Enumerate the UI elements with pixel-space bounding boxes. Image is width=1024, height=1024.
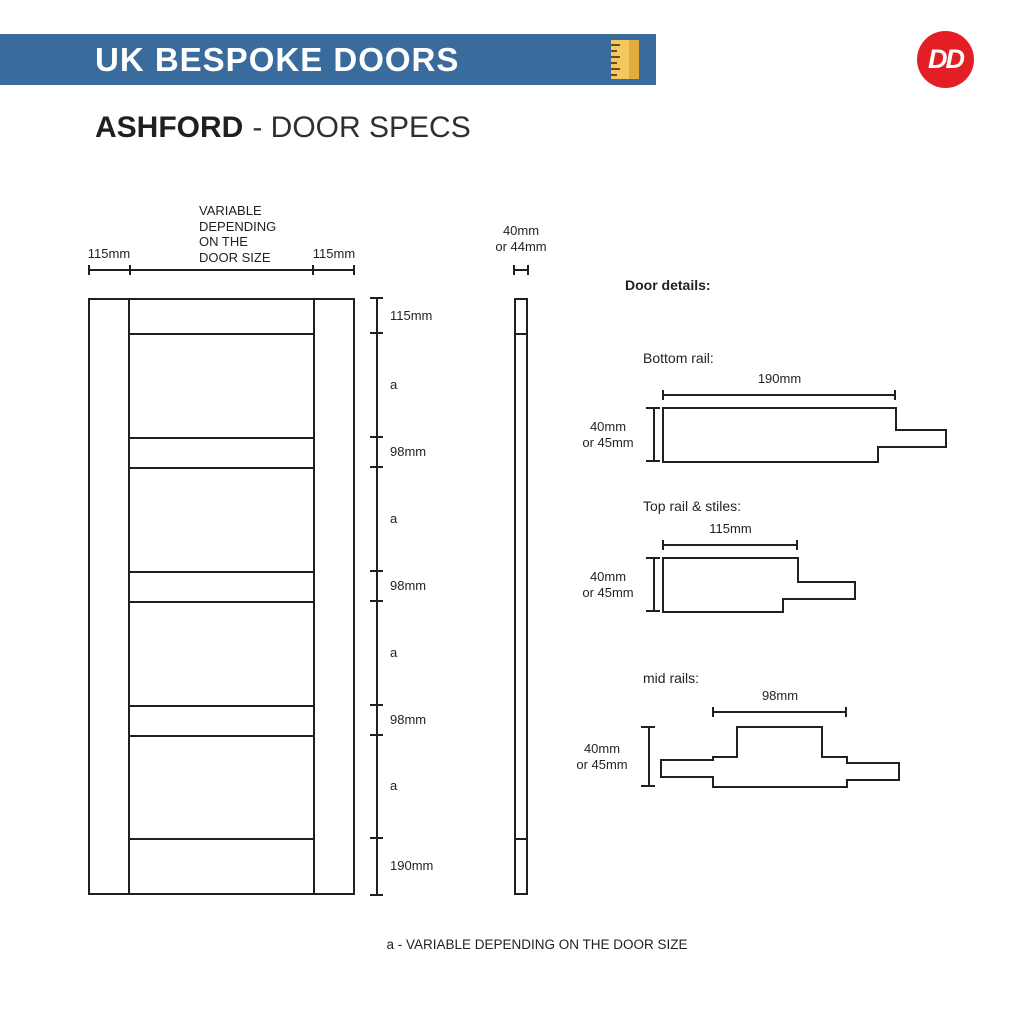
dimension-tick <box>129 265 131 275</box>
page-subtitle: - DOOR SPECS <box>252 111 471 144</box>
dimension-tick <box>370 894 383 896</box>
dimension-tick <box>370 837 383 839</box>
thickness-line2: or 45mm <box>582 585 634 600</box>
thickness-line2: or 45mm <box>576 757 628 772</box>
dimension-tick <box>646 557 660 559</box>
dimension-label: 98mm <box>390 444 427 459</box>
mid-rails-profile <box>660 726 900 788</box>
dimension-label: 98mm <box>390 712 427 727</box>
door-stile-line-right <box>313 300 315 893</box>
brand-logo: DD <box>917 31 974 88</box>
dimension-label: a <box>390 778 398 793</box>
top-rail-thickness-label: 40mm or 45mm <box>576 569 640 601</box>
mid-rails-thickness-label: 40mm or 45mm <box>570 741 634 773</box>
door-rail-line <box>130 467 313 469</box>
dimension-tick <box>513 265 515 275</box>
stile-width-label-left: 115mm <box>87 246 131 261</box>
dimension-label: a <box>390 511 398 526</box>
mid-rails-label: mid rails: <box>643 670 700 686</box>
top-rail-dimension-line <box>663 544 798 546</box>
stile-width-label-right: 115mm <box>312 246 356 261</box>
edge-thickness-label: 40mm or 44mm <box>478 223 564 255</box>
dimension-tick <box>370 570 383 572</box>
door-edge-view <box>514 298 528 895</box>
mid-rails-width-label: 98mm <box>761 688 799 703</box>
top-rail-profile <box>662 557 856 613</box>
dimension-tick <box>646 460 660 462</box>
door-front-view <box>88 298 355 895</box>
ruler-icon <box>611 40 639 79</box>
mid-rails-dimension-line <box>713 711 847 713</box>
door-rail-line <box>130 437 313 439</box>
door-rail-line <box>130 571 313 573</box>
dimension-tick <box>353 265 355 275</box>
bottom-rail-thickness-line <box>653 408 655 462</box>
banner-title: UK BESPOKE DOORS <box>95 41 460 78</box>
dimension-tick <box>796 540 798 550</box>
door-rail-line <box>130 735 313 737</box>
dimension-tick <box>370 332 383 334</box>
door-rail-line <box>130 601 313 603</box>
dimension-label: a <box>390 645 398 660</box>
dimension-label: 190mm <box>390 858 434 873</box>
dimension-tick <box>662 540 664 550</box>
dimension-tick <box>641 785 655 787</box>
dimension-tick <box>370 466 383 468</box>
door-stile-line-left <box>128 300 130 893</box>
dimension-tick <box>845 707 847 717</box>
dimension-tick <box>370 600 383 602</box>
dimension-tick <box>712 707 714 717</box>
edge-rail-line <box>516 333 526 335</box>
edge-thickness-line2: or 44mm <box>495 239 547 254</box>
height-dimension-line <box>376 298 378 895</box>
top-rail-width-label: 115mm <box>709 521 752 536</box>
dimension-tick <box>370 734 383 736</box>
header-banner <box>0 34 656 85</box>
thickness-line2: or 45mm <box>582 435 634 450</box>
dimension-tick <box>641 726 655 728</box>
bottom-rail-profile <box>662 407 947 463</box>
dimension-tick <box>646 610 660 612</box>
thickness-line1: 40mm <box>583 741 621 756</box>
dimension-label: a <box>390 377 398 392</box>
edge-rail-line <box>516 838 526 840</box>
dimension-label: 115mm <box>390 308 433 323</box>
dimension-tick <box>312 265 314 275</box>
edge-thickness-line1: 40mm <box>502 223 540 238</box>
door-rail-line <box>130 333 313 335</box>
dimension-tick <box>370 704 383 706</box>
edge-dimension-line <box>514 269 528 271</box>
dimension-tick <box>88 265 90 275</box>
variable-width-note: VARIABLE DEPENDING ON THE DOOR SIZE <box>199 203 277 265</box>
page-title: ASHFORD- DOOR SPECS <box>95 111 471 145</box>
door-rail-line <box>130 705 313 707</box>
door-details-heading: Door details: <box>625 277 711 293</box>
dimension-tick <box>894 390 896 400</box>
bottom-rail-width-label: 190mm <box>757 371 802 386</box>
dimension-tick <box>370 436 383 438</box>
bottom-rail-thickness-label: 40mm or 45mm <box>576 419 640 451</box>
thickness-line1: 40mm <box>589 419 627 434</box>
door-rail-line <box>130 838 313 840</box>
dimension-tick <box>646 407 660 409</box>
bottom-rail-dimension-line <box>663 394 896 396</box>
top-rail-label: Top rail & stiles: <box>643 498 742 514</box>
bottom-rail-label: Bottom rail: <box>643 350 714 366</box>
dimension-label: 98mm <box>390 578 427 593</box>
dimension-tick <box>527 265 529 275</box>
footnote: a - VARIABLE DEPENDING ON THE DOOR SIZE <box>386 937 688 952</box>
product-name: ASHFORD <box>95 111 244 144</box>
top-rail-thickness-line <box>653 558 655 612</box>
top-dimension-line <box>88 269 355 271</box>
mid-rails-thickness-line <box>648 727 650 787</box>
thickness-line1: 40mm <box>589 569 627 584</box>
dimension-tick <box>370 297 383 299</box>
dimension-tick <box>662 390 664 400</box>
brand-logo-text: DD <box>928 44 965 74</box>
